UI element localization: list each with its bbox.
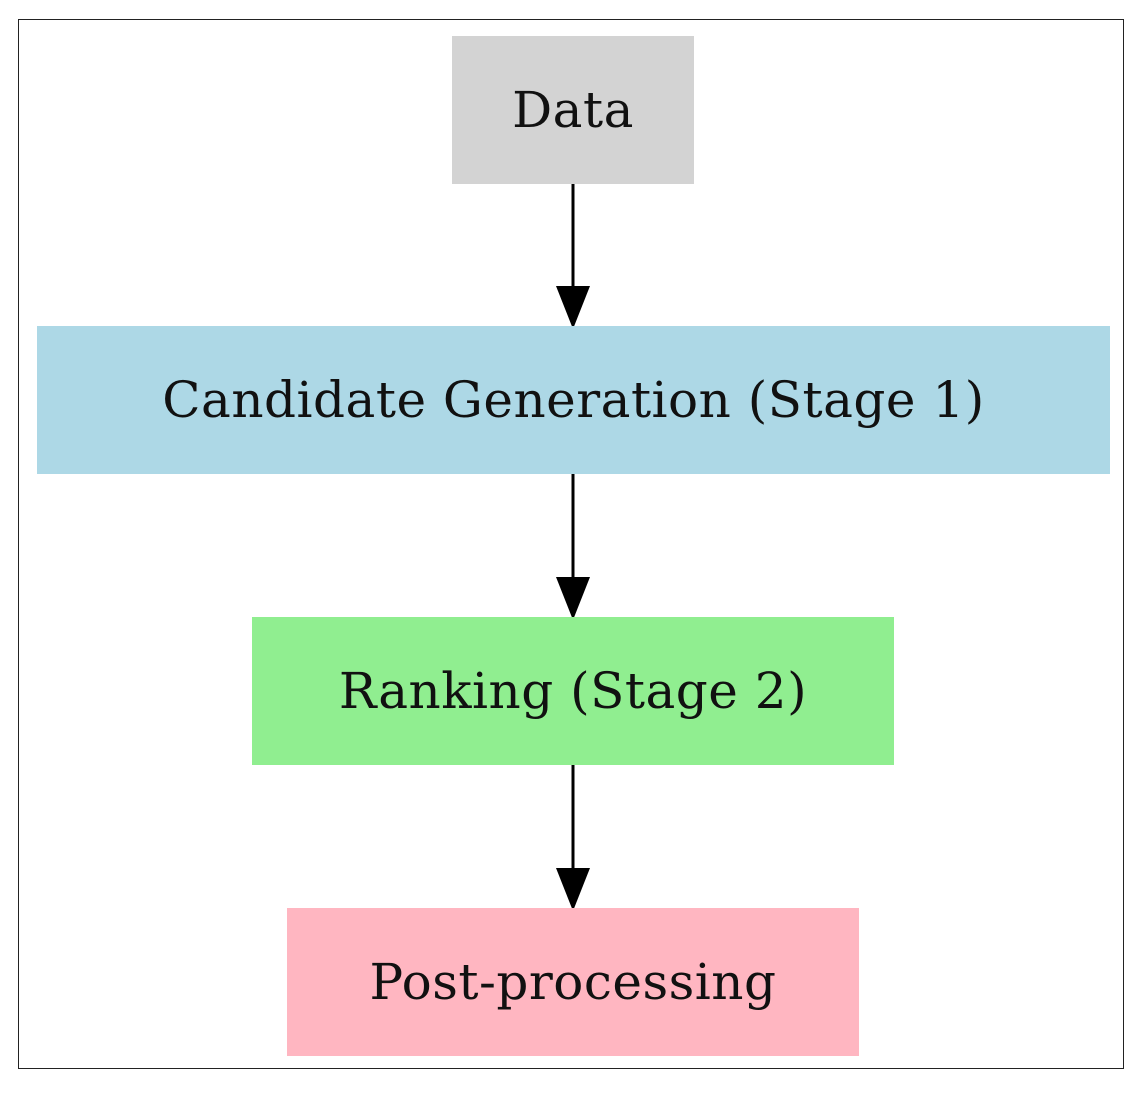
node-data: Data — [452, 36, 694, 184]
node-ranking: Ranking (Stage 2) — [252, 617, 894, 765]
node-candidate-generation: Candidate Generation (Stage 1) — [37, 326, 1110, 474]
node-post-processing: Post-processing — [287, 908, 859, 1056]
